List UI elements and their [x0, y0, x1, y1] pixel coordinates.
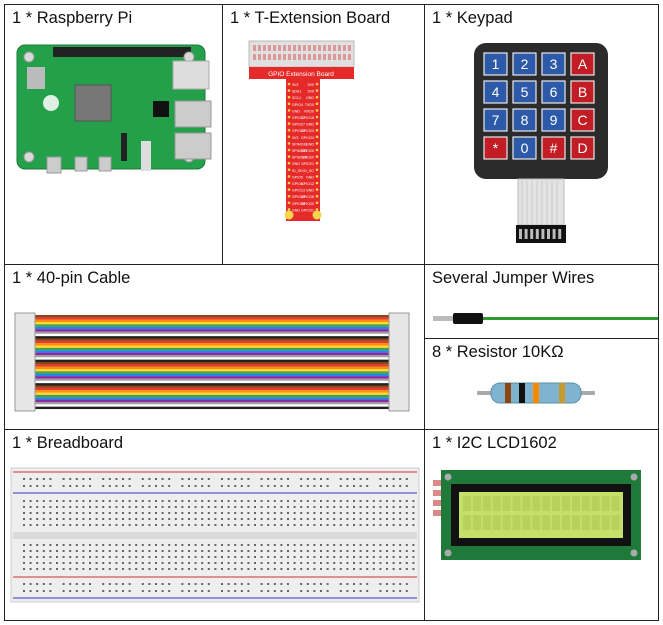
pin-label-left: GPIO19 — [292, 195, 305, 199]
pin-label-left: SPIMISO — [292, 149, 307, 153]
cell-breadboard: 1 * Breadboard — [4, 429, 425, 621]
keypad-key-label: 3 — [550, 56, 558, 72]
keypad-key-label: D — [577, 140, 587, 156]
keypad-key — [570, 108, 595, 132]
keypad-key-label: 7 — [492, 112, 500, 128]
label-resistor: 8 * Resistor 10KΩ — [432, 343, 564, 361]
lcd1602-image — [433, 470, 641, 560]
cell-lcd: 1 * I2C LCD1602 — [424, 429, 659, 621]
pin-label-left: GPIO4 — [292, 103, 303, 107]
label-40pin-cable: 1 * 40-pin Cable — [12, 269, 131, 287]
keypad-key-label: 2 — [521, 56, 529, 72]
keypad-key — [512, 136, 537, 160]
label-t-extension-board: 1 * T-Extension Board — [230, 9, 391, 27]
pin-label-right: 5V0 — [308, 90, 314, 94]
pin-label-left: GND — [292, 109, 300, 113]
keypad-key-label: 0 — [521, 140, 529, 156]
pin-label-left: GPIO26 — [292, 202, 305, 206]
keypad-key — [512, 80, 537, 104]
keypad-key-label: C — [577, 112, 587, 128]
pin-label-right: GPIO18 — [301, 116, 314, 120]
40pin-cable-image — [14, 312, 410, 412]
keypad-image: 1 2 3 A 4 5 6 B 7 8 9 C * 0 # D — [474, 43, 608, 243]
keypad-key — [483, 108, 508, 132]
keypad-key-label: 9 — [550, 112, 558, 128]
pin-label-right: SPICE0 — [301, 156, 314, 160]
label-jumper-wires: Several Jumper Wires — [432, 269, 595, 287]
keypad-key-label: B — [578, 84, 587, 100]
pin-label-left: 3V3 — [292, 83, 298, 87]
pin-label-right: TXD0 — [305, 103, 314, 107]
pin-label-right: ID_SC — [303, 169, 314, 173]
pin-label-left: ID_SD — [292, 169, 303, 173]
pin-label-right: GPIO21 — [301, 208, 314, 212]
pin-label-right: SPICE1 — [301, 162, 314, 166]
keypad-key-label: 1 — [492, 56, 500, 72]
cell-raspberry-pi: 1 * Raspberry Pi — [4, 4, 223, 265]
keypad-key — [541, 136, 566, 160]
label-breadboard: 1 * Breadboard — [12, 434, 123, 452]
cell-t-extension-board: 1 * T-Extension Board GPIO Extension Boa… — [222, 4, 425, 265]
label-raspberry-pi: 1 * Raspberry Pi — [12, 9, 133, 27]
jumper-wire-image — [433, 313, 658, 324]
pin-label-right: GND — [306, 175, 314, 179]
component-table: 1 * Raspberry Pi 1 * T-Extension Board — [4, 4, 659, 621]
keypad-key — [483, 136, 508, 160]
keypad-key — [570, 52, 595, 76]
label-lcd: 1 * I2C LCD1602 — [432, 434, 557, 452]
pin-label-left: GND — [292, 162, 300, 166]
keypad-key — [570, 136, 595, 160]
keypad-key-label: 4 — [492, 84, 500, 100]
pin-label-right: GND — [306, 123, 314, 127]
keypad-key-label: A — [578, 56, 588, 72]
pin-label-left: GPIO27 — [292, 123, 305, 127]
keypad-key — [483, 52, 508, 76]
keypad-key-label: * — [493, 140, 499, 156]
cell-40pin-cable: 1 * 40-pin Cable — [4, 264, 425, 430]
keypad-key — [541, 52, 566, 76]
keypad-key-label: # — [550, 140, 558, 156]
pin-label-right: GPIO24 — [301, 136, 314, 140]
pin-label-right: GND — [306, 96, 314, 100]
cell-keypad: 1 * Keypad 1 2 3 A 4 5 6 B 7 8 9 C * 0 # D — [424, 4, 659, 265]
cell-jumper-wires: Several Jumper Wires — [424, 264, 659, 339]
raspberry-pi-board-image — [16, 44, 212, 174]
keypad-key-label: 5 — [521, 84, 529, 100]
keypad-key — [541, 108, 566, 132]
pin-label-left: GPIO13 — [292, 189, 305, 193]
pin-label-left: GPIO17 — [292, 116, 305, 120]
pin-label-right: GPIO16 — [301, 195, 314, 199]
pin-label-right: GPIO25 — [301, 149, 314, 153]
label-keypad: 1 * Keypad — [432, 9, 513, 27]
keypad-key — [483, 80, 508, 104]
keypad-key — [512, 108, 537, 132]
pin-label-right: GPIO12 — [301, 182, 314, 186]
pin-label-right: GPIO20 — [301, 202, 314, 206]
t-board-title: GPIO Extension Board — [268, 71, 334, 78]
t-extension-board-image: GPIO Extension Board 3V3SDA1SCL1GPIO4GND… — [248, 40, 355, 221]
keypad-key-label: 6 — [550, 84, 558, 100]
pin-label-left: GPIO5 — [292, 175, 303, 179]
keypad-key — [570, 80, 595, 104]
pin-label-left: SPISCLK — [292, 156, 308, 160]
pin-label-left: SCL1 — [292, 96, 301, 100]
breadboard-image — [10, 467, 420, 603]
pin-label-right: RXD0 — [304, 109, 314, 113]
pin-label-right: GND — [306, 142, 314, 146]
pin-label-right: 5V0 — [308, 83, 314, 87]
pin-label-left: GPIO6 — [292, 182, 303, 186]
keypad-key — [512, 52, 537, 76]
pin-label-right: GPIO23 — [301, 129, 314, 133]
resistor-image — [477, 382, 595, 404]
pin-label-left: GPIO22 — [292, 129, 305, 133]
cell-resistor: 8 * Resistor 10KΩ — [424, 338, 659, 430]
pin-label-left: SPIMOSI — [292, 142, 307, 146]
pin-label-left: GND — [292, 208, 300, 212]
keypad-key — [541, 80, 566, 104]
pin-label-right: GND — [306, 189, 314, 193]
pin-label-left: 3V3 — [292, 136, 298, 140]
keypad-key-label: 8 — [521, 112, 529, 128]
pin-label-left: SDA1 — [292, 90, 301, 94]
